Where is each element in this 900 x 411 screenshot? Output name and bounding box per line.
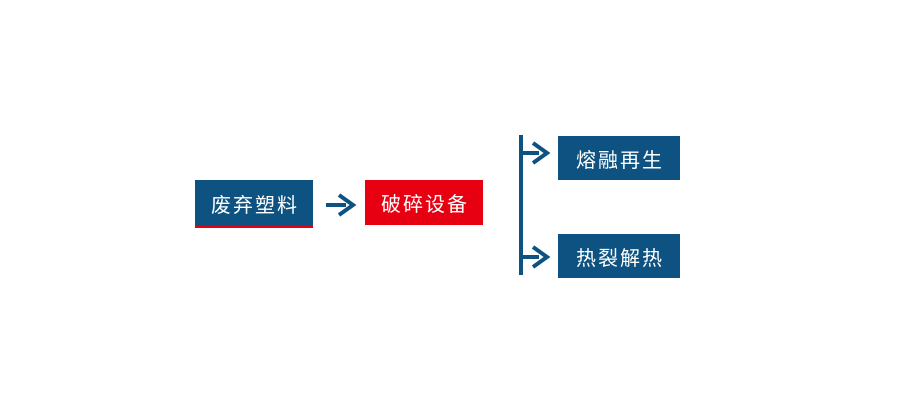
branch-arrow-bottom-icon <box>523 245 551 269</box>
node-pyrolysis-heat: 热裂解热 <box>558 234 680 278</box>
node-waste-plastic: 废弃塑料 <box>195 180 313 228</box>
branch-arrow-top-icon <box>523 141 551 165</box>
node-crushing-equipment: 破碎设备 <box>365 180 483 225</box>
node-melt-regeneration: 熔融再生 <box>558 136 680 180</box>
flow-arrow-main-icon <box>326 193 357 217</box>
